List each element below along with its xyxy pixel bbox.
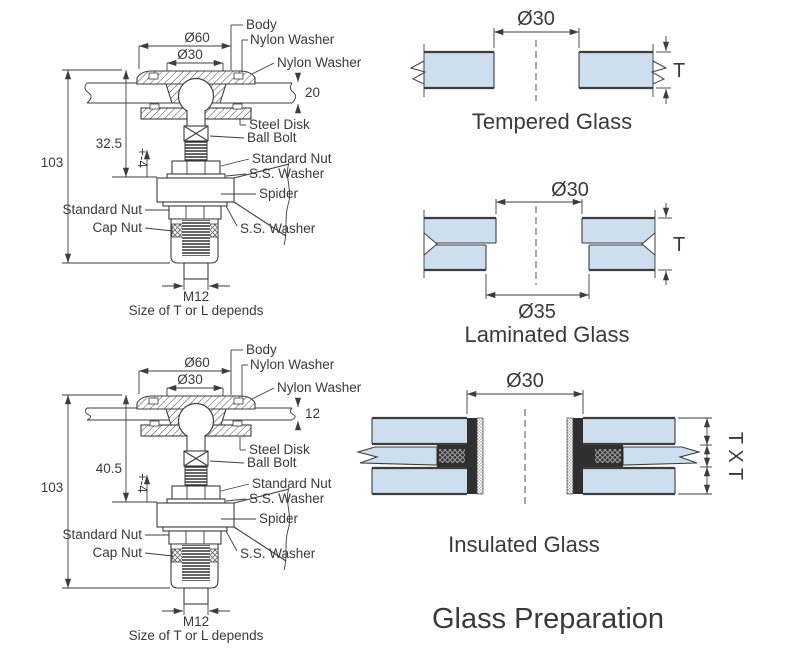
tempered-glass-diagram: Ø30 T Tempered Glass bbox=[409, 8, 685, 134]
dim-dia-outer: Ø60 bbox=[184, 355, 210, 370]
glass-pane bbox=[372, 468, 467, 494]
dim-total-height: 103 bbox=[41, 480, 64, 495]
label-standard-nut-left: Standard Nut bbox=[62, 527, 142, 542]
dim-hole-dia: Ø30 bbox=[517, 8, 555, 30]
insulated-glass-diagram: Ø30 T X T Insulated Glass bbox=[355, 370, 746, 557]
glass-pane bbox=[579, 52, 653, 88]
label-body: Body bbox=[246, 17, 277, 32]
label-ss-washer-upper: S.S. Washer bbox=[249, 166, 325, 181]
dim-glass-thickness: 20 bbox=[305, 85, 320, 100]
label-spider: Spider bbox=[259, 186, 299, 201]
label-body: Body bbox=[246, 342, 277, 357]
laminated-glass-diagram: Ø30 Ø35 T Laminated Glass bbox=[423, 179, 685, 347]
dimensions: Ø60 Ø30 103 40.5 +-4 12 M12 Size of T or… bbox=[41, 355, 320, 643]
label-ss-washer-lower: S.S. Washer bbox=[240, 546, 316, 561]
dim-dia-outer: Ø60 bbox=[184, 30, 210, 45]
callouts: Body Nylon Washer Nylon Washer Steel Dis… bbox=[62, 342, 361, 561]
label-spider: Spider bbox=[259, 511, 299, 526]
break-mark bbox=[355, 446, 438, 466]
dim-glass-thickness: 12 bbox=[305, 406, 320, 421]
glass-pane bbox=[583, 418, 675, 444]
dim-hole-dia: Ø30 bbox=[506, 370, 544, 392]
dim-hole-dia-bottom: Ø35 bbox=[518, 301, 556, 323]
gasket bbox=[476, 417, 484, 495]
hole-edge-seal bbox=[573, 418, 583, 494]
break-mark bbox=[650, 60, 668, 85]
dim-offset: 32.5 bbox=[96, 136, 122, 151]
dim-tolerance: +-4 bbox=[135, 148, 150, 168]
dim-thread: M12 bbox=[183, 614, 209, 629]
hole-edge-seal bbox=[467, 418, 477, 494]
dim-thickness: T X T bbox=[724, 432, 746, 480]
glass-pane bbox=[583, 468, 675, 494]
break-mark bbox=[423, 231, 438, 257]
glass-pane bbox=[424, 245, 486, 270]
spacer-hatch bbox=[595, 449, 621, 463]
dim-offset: 40.5 bbox=[96, 461, 122, 476]
dim-hole-dia-top: Ø30 bbox=[551, 179, 589, 201]
label-ss-washer-lower: S.S. Washer bbox=[240, 221, 316, 236]
break-mark bbox=[409, 60, 427, 85]
bolt-fitting-section-bottom: Ø60 Ø30 103 40.5 +-4 12 M12 Size of T or… bbox=[41, 342, 362, 643]
glass-pane bbox=[424, 52, 494, 88]
label-nylon-washer-1: Nylon Washer bbox=[250, 357, 335, 372]
break-mark bbox=[622, 446, 702, 466]
dim-thickness: T bbox=[673, 234, 685, 256]
label-nylon-washer-1: Nylon Washer bbox=[250, 32, 335, 47]
label-cap-nut: Cap Nut bbox=[92, 220, 142, 235]
label-standard-nut-left: Standard Nut bbox=[62, 202, 142, 217]
glass-pane bbox=[424, 218, 496, 243]
label-ss-washer-upper: S.S. Washer bbox=[249, 491, 325, 506]
dim-tolerance: +-4 bbox=[135, 473, 150, 493]
gasket bbox=[566, 417, 574, 495]
label-steel-disk: Steel Disk bbox=[249, 442, 310, 457]
label-nylon-washer-2: Nylon Washer bbox=[277, 55, 362, 70]
glass-pane bbox=[582, 218, 655, 243]
dim-dia-inner: Ø30 bbox=[177, 47, 203, 62]
bolt-fitting-section-top: Ø60 Ø30 103 32.5 +-4 20 M12 Size of T or… bbox=[41, 17, 362, 318]
dim-dia-inner: Ø30 bbox=[177, 372, 203, 387]
note-size: Size of T or L depends bbox=[129, 628, 264, 643]
drawing-title: Glass Preparation bbox=[432, 603, 664, 635]
caption-laminated: Laminated Glass bbox=[464, 322, 629, 347]
dim-total-height: 103 bbox=[41, 155, 64, 170]
caption-insulated: Insulated Glass bbox=[448, 532, 600, 557]
callouts: Body Nylon Washer Nylon Washer Steel Dis… bbox=[62, 17, 361, 236]
label-nylon-washer-2: Nylon Washer bbox=[277, 380, 362, 395]
dim-thickness: T bbox=[673, 60, 685, 82]
label-cap-nut: Cap Nut bbox=[92, 545, 142, 560]
caption-tempered: Tempered Glass bbox=[472, 109, 632, 134]
break-mark bbox=[641, 231, 656, 257]
spacer-hatch bbox=[439, 449, 465, 463]
label-steel-disk: Steel Disk bbox=[249, 117, 310, 132]
dim-thread: M12 bbox=[183, 289, 209, 304]
note-size: Size of T or L depends bbox=[129, 303, 264, 318]
glass-pane bbox=[372, 418, 467, 444]
dimensions: Ø60 Ø30 103 32.5 +-4 20 M12 Size of T or… bbox=[41, 30, 320, 318]
label-standard-nut-right: Standard Nut bbox=[252, 476, 332, 491]
label-standard-nut-right: Standard Nut bbox=[252, 151, 332, 166]
label-ball-bolt: Ball Bolt bbox=[247, 130, 297, 145]
glass-pane bbox=[589, 245, 655, 270]
label-ball-bolt: Ball Bolt bbox=[247, 455, 297, 470]
